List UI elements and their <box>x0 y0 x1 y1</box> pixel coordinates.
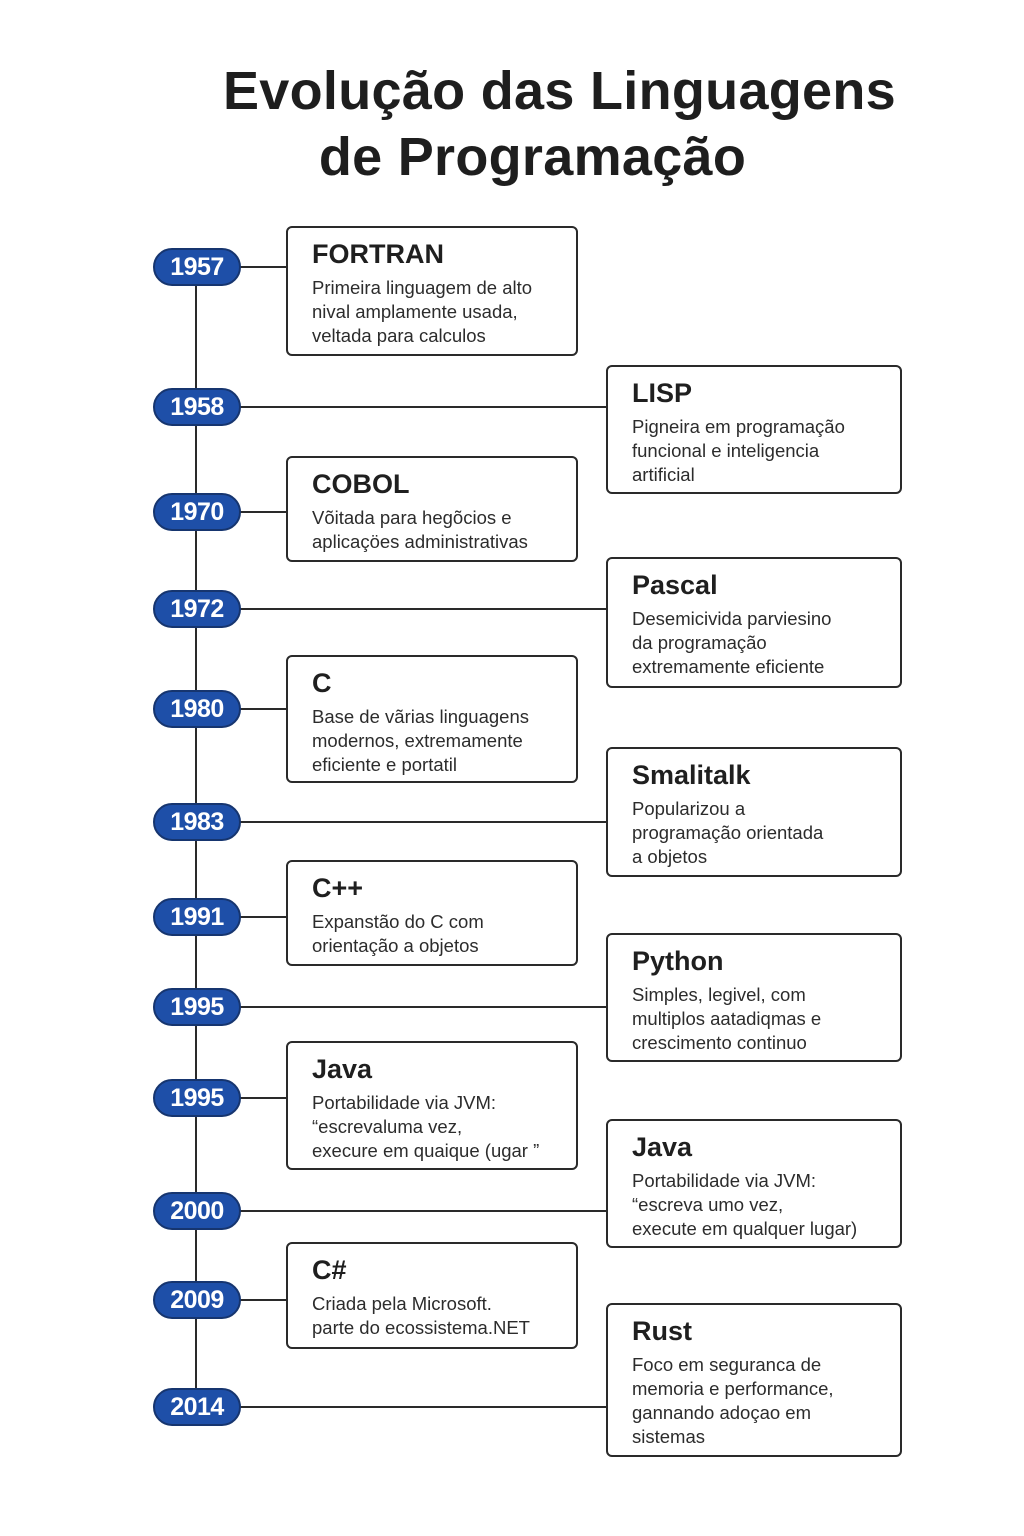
language-description: Portabilidade via JVM: “escrevaluma vez,… <box>312 1092 540 1161</box>
language-card: LISP Pigneira em programação funcional e… <box>606 365 902 494</box>
language-description: Popularizou a programação orientada a ob… <box>632 798 824 867</box>
language-description: Võitada para hegõcios e aplicaçöes admin… <box>312 507 528 552</box>
language-card: COBOL Võitada para hegõcios e aplicaçöes… <box>286 456 578 562</box>
year-badge: 1983 <box>153 803 241 841</box>
connector-line <box>197 708 286 710</box>
language-card: Rust Foco em seguranca de memoria e perf… <box>606 1303 902 1457</box>
connector-line <box>197 406 606 408</box>
language-card: C++ Expanstão do C com orientação a obje… <box>286 860 578 966</box>
connector-line <box>197 1299 286 1301</box>
title-line-2: de Programação <box>318 127 747 187</box>
title-line-1: Evolução das Linguagens <box>222 61 897 121</box>
language-name: C++ <box>312 873 364 903</box>
language-description: Base de vãrias linguagens modernos, extr… <box>312 706 530 775</box>
language-card: Pascal Desemicivida parviesino da progra… <box>606 557 902 688</box>
connector-line <box>197 916 286 918</box>
year-badge: 1970 <box>153 493 241 531</box>
language-description: Criada pela Microsoft. parte do ecossist… <box>312 1293 530 1338</box>
language-card: C# Criada pela Microsoft. parte do ecoss… <box>286 1242 578 1349</box>
connector-line <box>197 1406 606 1408</box>
connector-line <box>197 511 286 513</box>
language-name: Python <box>632 946 724 976</box>
page-title: Evolução das Linguagens de Programação <box>0 58 1024 190</box>
language-name: Rust <box>632 1316 692 1346</box>
language-name: Java <box>632 1132 693 1162</box>
language-card: Java Portabilidade via JVM: “escreva umo… <box>606 1119 902 1248</box>
language-description: Pigneira em programação funcional e inte… <box>632 416 845 485</box>
language-name: C# <box>312 1255 347 1285</box>
language-description: Expanstão do C com orientação a objetos <box>312 911 484 956</box>
language-name: COBOL <box>312 469 410 499</box>
connector-line <box>197 266 286 268</box>
year-badge: 1957 <box>153 248 241 286</box>
year-badge: 1995 <box>153 988 241 1026</box>
year-badge: 1991 <box>153 898 241 936</box>
language-description: Foco em seguranca de memoria e performan… <box>632 1354 834 1447</box>
connector-line <box>197 1210 606 1212</box>
language-name: Smalitalk <box>632 760 751 790</box>
language-description: Desemicivida parviesino da programação e… <box>632 608 832 677</box>
language-card: Smalitalk Popularizou a programação orie… <box>606 747 902 877</box>
language-description: Portabilidade via JVM: “escreva umo vez,… <box>632 1170 858 1239</box>
year-badge: 1972 <box>153 590 241 628</box>
language-name: LISP <box>632 378 693 408</box>
connector-line <box>197 1097 286 1099</box>
year-badge: 1958 <box>153 388 241 426</box>
language-name: Pascal <box>632 570 718 600</box>
year-badge: 2009 <box>153 1281 241 1319</box>
year-badge: 2000 <box>153 1192 241 1230</box>
year-badge: 1980 <box>153 690 241 728</box>
language-name: C <box>312 668 332 698</box>
connector-line <box>197 1006 606 1008</box>
language-card: Java Portabilidade via JVM: “escrevaluma… <box>286 1041 578 1170</box>
language-card: Python Simples, legivel, com multiplos a… <box>606 933 902 1062</box>
language-description: Primeira linguagem de alto nival amplame… <box>312 277 533 346</box>
connector-line <box>197 608 606 610</box>
language-card: FORTRAN Primeira linguagem de alto nival… <box>286 226 578 356</box>
connector-line <box>197 821 606 823</box>
year-badge: 2014 <box>153 1388 241 1426</box>
language-name: Java <box>312 1054 373 1084</box>
language-name: FORTRAN <box>312 239 444 269</box>
language-description: Simples, legivel, com multiplos aatadiqm… <box>632 984 822 1053</box>
language-card: C Base de vãrias linguagens modernos, ex… <box>286 655 578 783</box>
year-badge: 1995 <box>153 1079 241 1117</box>
